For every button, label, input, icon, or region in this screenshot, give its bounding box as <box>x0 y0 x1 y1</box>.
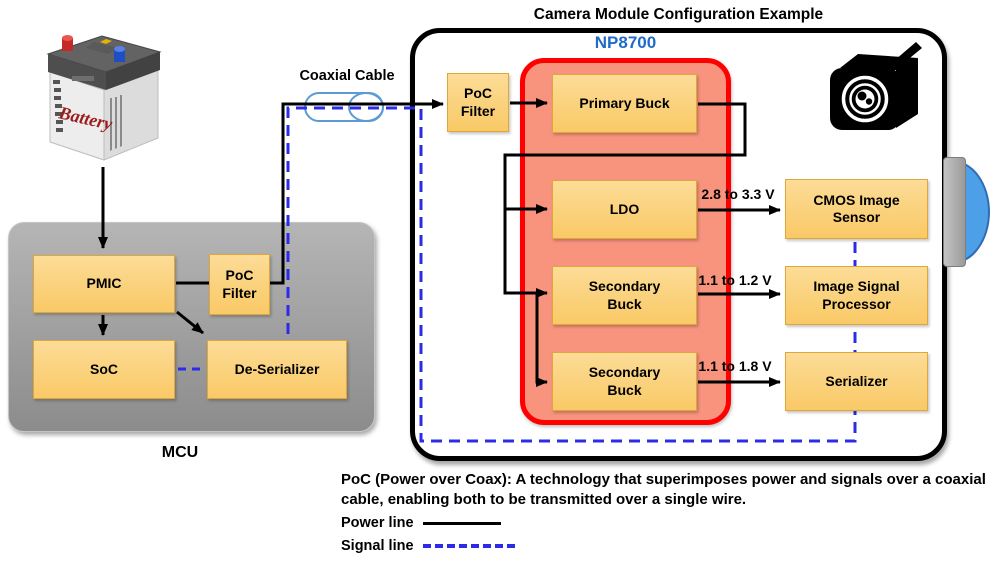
camera-icon <box>830 42 922 130</box>
block-poc-filter-mcu-label: PoC Filter <box>222 267 257 301</box>
block-image-signal-processor: Image Signal Processor <box>785 266 928 325</box>
voltage-label-sb2: 1.1 to 1.8 V <box>698 358 772 374</box>
block-serializer: Serializer <box>785 352 928 411</box>
block-secondary-buck-1: Secondary Buck <box>552 266 697 325</box>
block-image-signal-processor-label: Image Signal Processor <box>813 278 900 312</box>
voltage-label-ldo: 2.8 to 3.3 V <box>701 186 775 202</box>
block-secondary-buck-1-label: Secondary Buck <box>588 278 661 312</box>
block-soc-label: SoC <box>90 360 118 377</box>
battery-illustration: Battery <box>46 35 162 161</box>
legend-signal-line-sample <box>422 544 515 548</box>
block-soc: SoC <box>33 340 175 399</box>
camera-module-title: Camera Module Configuration Example <box>533 6 824 23</box>
block-primary-buck-label: Primary Buck <box>579 94 670 111</box>
camera-lens-mount <box>943 157 966 267</box>
block-poc-filter-camera: PoC Filter <box>447 73 509 132</box>
block-cmos-image-sensor-label: CMOS Image Sensor <box>813 191 900 226</box>
voltage-label-sb1: 1.1 to 1.2 V <box>698 272 772 288</box>
legend-power-row: Power line <box>341 515 501 531</box>
legend-signal-label: Signal line <box>341 538 414 554</box>
block-poc-filter-mcu: PoC Filter <box>209 254 270 315</box>
block-primary-buck: Primary Buck <box>552 74 697 133</box>
coax-cable-icon <box>304 92 384 122</box>
block-poc-filter-camera-label: PoC Filter <box>460 85 496 119</box>
mcu-label: MCU <box>161 444 199 461</box>
block-deserializer-label: De-Serializer <box>234 360 320 377</box>
block-pmic: PMIC <box>33 255 175 313</box>
footnote-text: PoC (Power over Coax): A technology that… <box>341 471 986 508</box>
block-secondary-buck-2: Secondary Buck <box>552 352 697 411</box>
mcu-box <box>8 222 375 432</box>
block-secondary-buck-2-label: Secondary Buck <box>588 364 661 398</box>
block-pmic-label: PMIC <box>86 275 122 292</box>
legend-signal-row: Signal line <box>341 538 515 554</box>
block-cmos-image-sensor: CMOS Image Sensor <box>785 179 928 239</box>
block-deserializer: De-Serializer <box>207 340 347 399</box>
np8700-label: NP8700 <box>594 33 657 52</box>
legend-power-line-sample <box>422 521 501 525</box>
block-ldo: LDO <box>552 180 697 239</box>
block-ldo-label: LDO <box>609 200 640 217</box>
legend-power-label: Power line <box>341 515 414 531</box>
block-serializer-label: Serializer <box>825 372 888 389</box>
coax-label: Coaxial Cable <box>299 68 395 84</box>
